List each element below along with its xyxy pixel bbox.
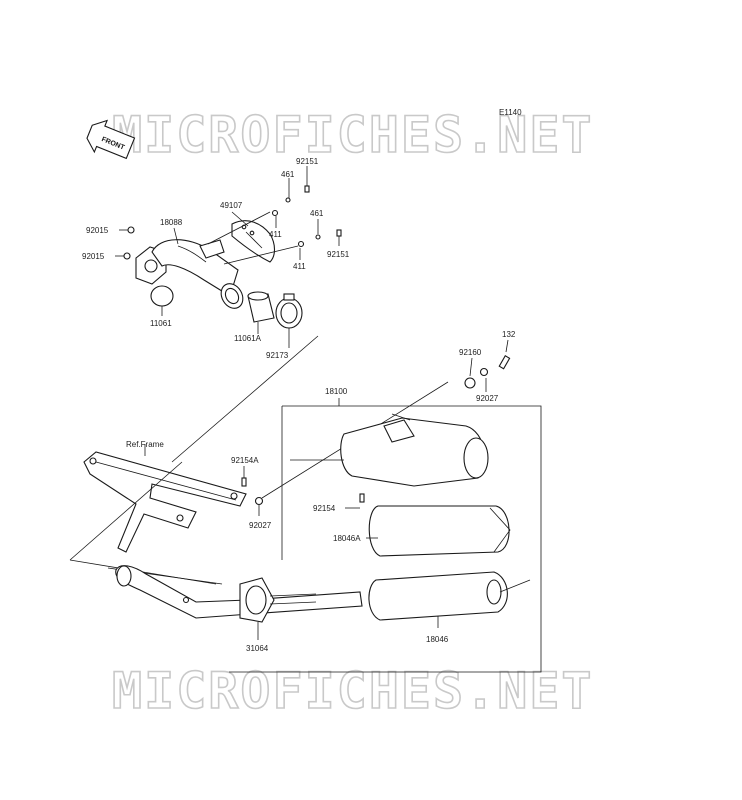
label-18046A: 18046A [333,534,361,543]
collar-411b [297,240,305,248]
label-ref-frame: Ref.Frame [126,440,164,449]
label-31064: 31064 [246,644,269,653]
washer-92027b [254,496,264,506]
header-pipe-18088 [135,239,244,309]
label-461b: 461 [310,209,324,218]
collar-92160 [464,377,476,389]
label-49107: 49107 [220,201,243,210]
bolt-92154A [241,477,247,487]
washer-461a [285,197,291,203]
seal-11061A [247,291,275,323]
frame-bracket [83,451,247,553]
label-18088: 18088 [160,218,183,227]
front-arrow-icon: FRONT [86,119,136,160]
label-92027a: 92027 [476,394,499,403]
bolt-92151a [304,185,310,193]
label-92027b: 92027 [249,521,272,530]
label-461a: 461 [281,170,295,179]
bolt-92154 [359,493,365,503]
label-92173: 92173 [266,351,289,360]
gasket-11061 [150,285,174,307]
bolt-92151b [336,229,342,237]
label-18046: 18046 [426,635,449,644]
label-411b: 411 [293,262,306,271]
label-92015b: 92015 [82,252,105,261]
label-11061A: 11061A [234,334,262,343]
silencer-18100 [340,413,489,487]
washer-92015b [123,252,131,260]
label-132: 132 [502,330,516,339]
label-11061: 11061 [150,319,172,328]
washer-461b [315,234,321,240]
label-92160: 92160 [459,348,482,357]
washer-92027a [479,367,489,377]
label-92015a: 92015 [86,226,109,235]
collar-411a [271,209,279,217]
washer-92015a [127,226,135,234]
label-92151a: 92151 [296,157,319,166]
heat-guard-49107 [231,220,276,263]
diagram-code: E1140 [499,108,522,117]
label-92154A: 92154A [231,456,259,465]
label-411a: 411 [269,230,282,239]
mid-pipe-31064 [115,565,363,623]
cover-18046A [368,505,511,557]
clamp-92173 [275,293,303,329]
cover-18046 [368,571,531,621]
label-18100: 18100 [325,387,348,396]
bolt-132 [498,355,511,370]
label-92151b: 92151 [327,250,350,259]
watermark-bottom: MICROFICHES.NET [112,662,594,720]
watermark-top: MICROFICHES.NET [112,106,594,164]
label-92154: 92154 [313,504,336,513]
